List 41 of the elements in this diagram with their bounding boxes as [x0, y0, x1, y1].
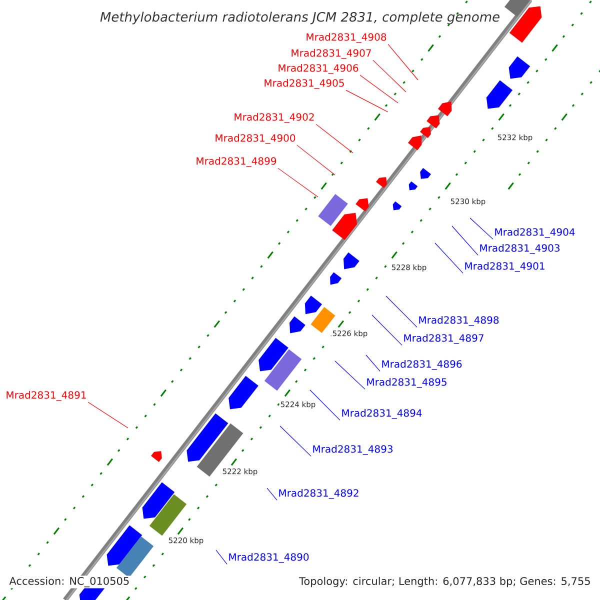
- gene-label: Mrad2831_4893: [313, 445, 392, 455]
- gene-label: Mrad2831_4897: [404, 334, 484, 344]
- title: Methylobacterium radiotolerans JCM 2831, complete genome: [100, 12, 500, 24]
- leader-line: [296, 144, 336, 176]
- gene-label: Mrad2831_4908: [306, 33, 386, 43]
- leader-line: [216, 550, 228, 564]
- leader-line: [386, 296, 418, 328]
- leader-line: [310, 390, 340, 420]
- leader-line: [470, 218, 494, 240]
- leader-line: [360, 74, 398, 104]
- leader-line: [316, 124, 354, 154]
- gene-label: Mrad2831_4907: [292, 49, 371, 59]
- leader-line: [88, 402, 128, 428]
- gene-label: Mrad2831_4901: [465, 262, 544, 272]
- gene-label: Mrad2831_4899: [196, 157, 276, 167]
- gene-label: Mrad2831_4900: [216, 134, 296, 144]
- leader-line: [334, 360, 366, 390]
- leader-line: [278, 168, 318, 198]
- leader-line: [372, 60, 406, 92]
- info-text: Accession: NC_010505: [8, 576, 131, 588]
- gene-label: Mrad2831_4891: [6, 391, 86, 401]
- gene-label: Mrad2831_4904: [495, 228, 575, 238]
- leader-line: [372, 314, 402, 346]
- leader-line: [434, 242, 464, 274]
- info-text: Topology: circular; Length: 6,077,833 bp; Genes: 5,755: [298, 576, 592, 588]
- leader-line: [346, 90, 388, 112]
- leader-line: [388, 44, 418, 80]
- gene-label: Mrad2831_4896: [382, 360, 462, 370]
- gene-label: Mrad2831_4895: [367, 378, 446, 388]
- gene-label: Mrad2831_4906: [278, 64, 358, 74]
- leader-line: [280, 426, 312, 456]
- leader-line: [366, 354, 380, 372]
- gene-label: Mrad2831_4903: [480, 244, 560, 254]
- gene-label: Mrad2831_4905: [264, 79, 344, 89]
- gene-label: Mrad2831_4892: [279, 489, 358, 499]
- gene-label: Mrad2831_4902: [234, 113, 314, 123]
- leader-line: [266, 488, 278, 500]
- gene-label: Mrad2831_4890: [229, 553, 309, 563]
- gene-label: Mrad2831_4894: [342, 409, 422, 419]
- gene-label: Mrad2831_4898: [419, 316, 499, 326]
- leader-line: [452, 226, 478, 256]
